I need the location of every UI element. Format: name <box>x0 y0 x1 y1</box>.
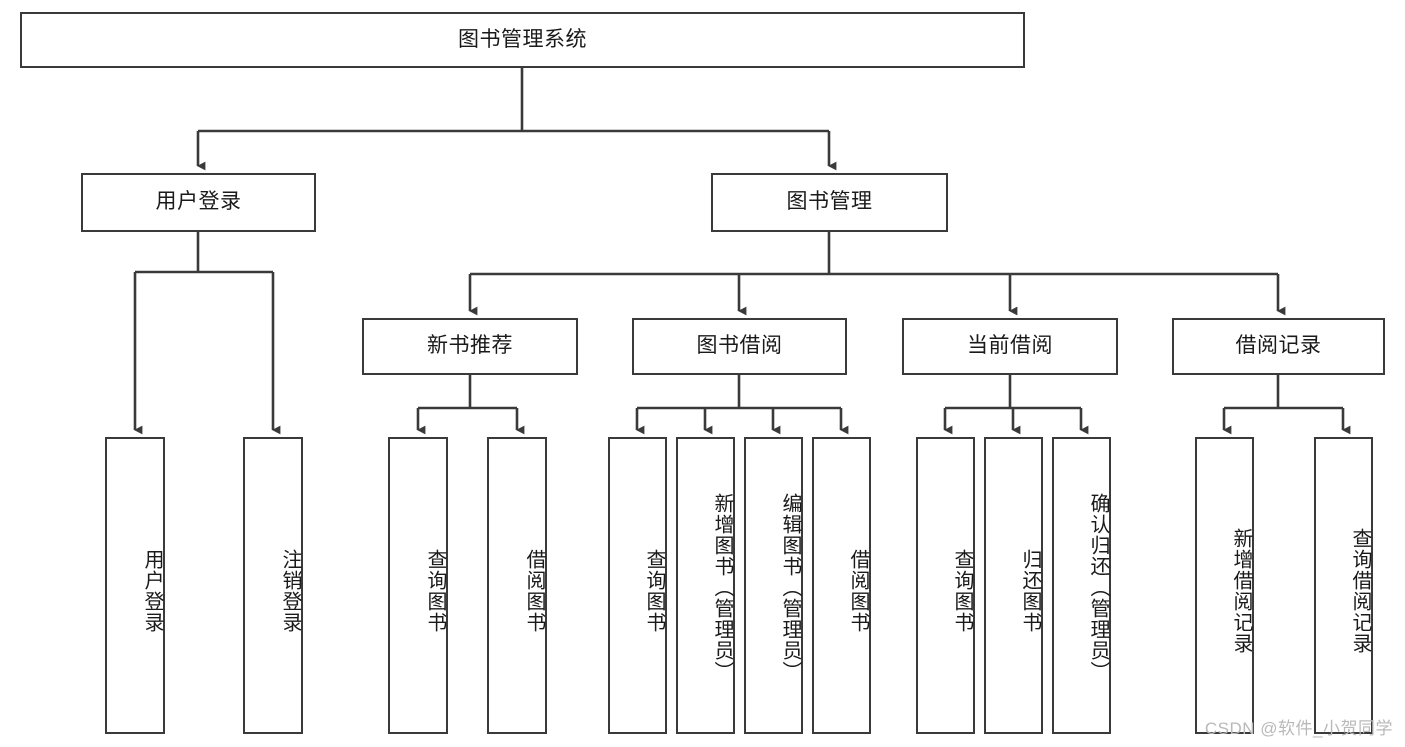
node-book-management-label: 图书管理 <box>786 190 873 214</box>
node-leaf-logout-label: 注销登录 <box>279 548 301 633</box>
node-leaf-query-borrow-record[interactable]: 查询借阅记录 <box>1314 437 1373 734</box>
node-leaf-confirm-return-admin-label: 确认归还（管理员） <box>1087 493 1109 682</box>
node-book-management[interactable]: 图书管理 <box>711 173 948 232</box>
node-leaf-add-book-admin-label: 新增图书（管理员） <box>711 493 733 682</box>
node-book-borrow-label: 图书借阅 <box>696 334 783 358</box>
node-leaf-query-book-current-label: 查询图书 <box>951 548 973 633</box>
node-leaf-user-login-label: 用户登录 <box>141 548 163 633</box>
node-leaf-query-book-borrow[interactable]: 查询图书 <box>608 437 667 734</box>
watermark: CSDN @软件_小贺同学 <box>1204 719 1393 738</box>
node-new-book-recommend-label: 新书推荐 <box>427 334 513 358</box>
node-leaf-query-book-current[interactable]: 查询图书 <box>916 437 975 734</box>
node-borrow-records[interactable]: 借阅记录 <box>1172 318 1385 375</box>
node-borrow-records-label: 借阅记录 <box>1235 334 1322 358</box>
node-leaf-borrow-book-label: 借阅图书 <box>847 548 869 633</box>
node-leaf-borrow-book-recommend-label: 借阅图书 <box>523 548 545 633</box>
node-leaf-borrow-book[interactable]: 借阅图书 <box>812 437 871 734</box>
node-leaf-query-book-recommend-label: 查询图书 <box>424 548 446 633</box>
node-current-borrow-label: 当前借阅 <box>967 334 1053 358</box>
node-new-book-recommend[interactable]: 新书推荐 <box>362 318 578 375</box>
node-leaf-add-borrow-record-label: 新增借阅记录 <box>1230 527 1252 654</box>
node-leaf-edit-book-admin-label: 编辑图书（管理员） <box>779 493 801 682</box>
node-user-login[interactable]: 用户登录 <box>81 173 316 232</box>
node-leaf-user-login[interactable]: 用户登录 <box>105 437 165 734</box>
node-leaf-return-book-label: 归还图书 <box>1019 548 1041 633</box>
node-leaf-logout[interactable]: 注销登录 <box>243 437 303 734</box>
node-leaf-borrow-book-recommend[interactable]: 借阅图书 <box>487 437 547 734</box>
node-leaf-query-book-borrow-label: 查询图书 <box>643 548 665 633</box>
node-root-label: 图书管理系统 <box>458 27 587 51</box>
node-book-borrow[interactable]: 图书借阅 <box>632 318 847 375</box>
node-current-borrow[interactable]: 当前借阅 <box>902 318 1118 375</box>
node-root[interactable]: 图书管理系统 <box>20 12 1025 68</box>
node-leaf-query-borrow-record-label: 查询借阅记录 <box>1349 527 1371 654</box>
node-leaf-confirm-return-admin[interactable]: 确认归还（管理员） <box>1052 437 1111 734</box>
node-leaf-query-book-recommend[interactable]: 查询图书 <box>388 437 448 734</box>
node-leaf-add-book-admin[interactable]: 新增图书（管理员） <box>676 437 735 734</box>
node-user-login-label: 用户登录 <box>155 190 242 214</box>
node-leaf-edit-book-admin[interactable]: 编辑图书（管理员） <box>744 437 803 734</box>
node-leaf-return-book[interactable]: 归还图书 <box>984 437 1043 734</box>
node-leaf-add-borrow-record[interactable]: 新增借阅记录 <box>1195 437 1254 734</box>
